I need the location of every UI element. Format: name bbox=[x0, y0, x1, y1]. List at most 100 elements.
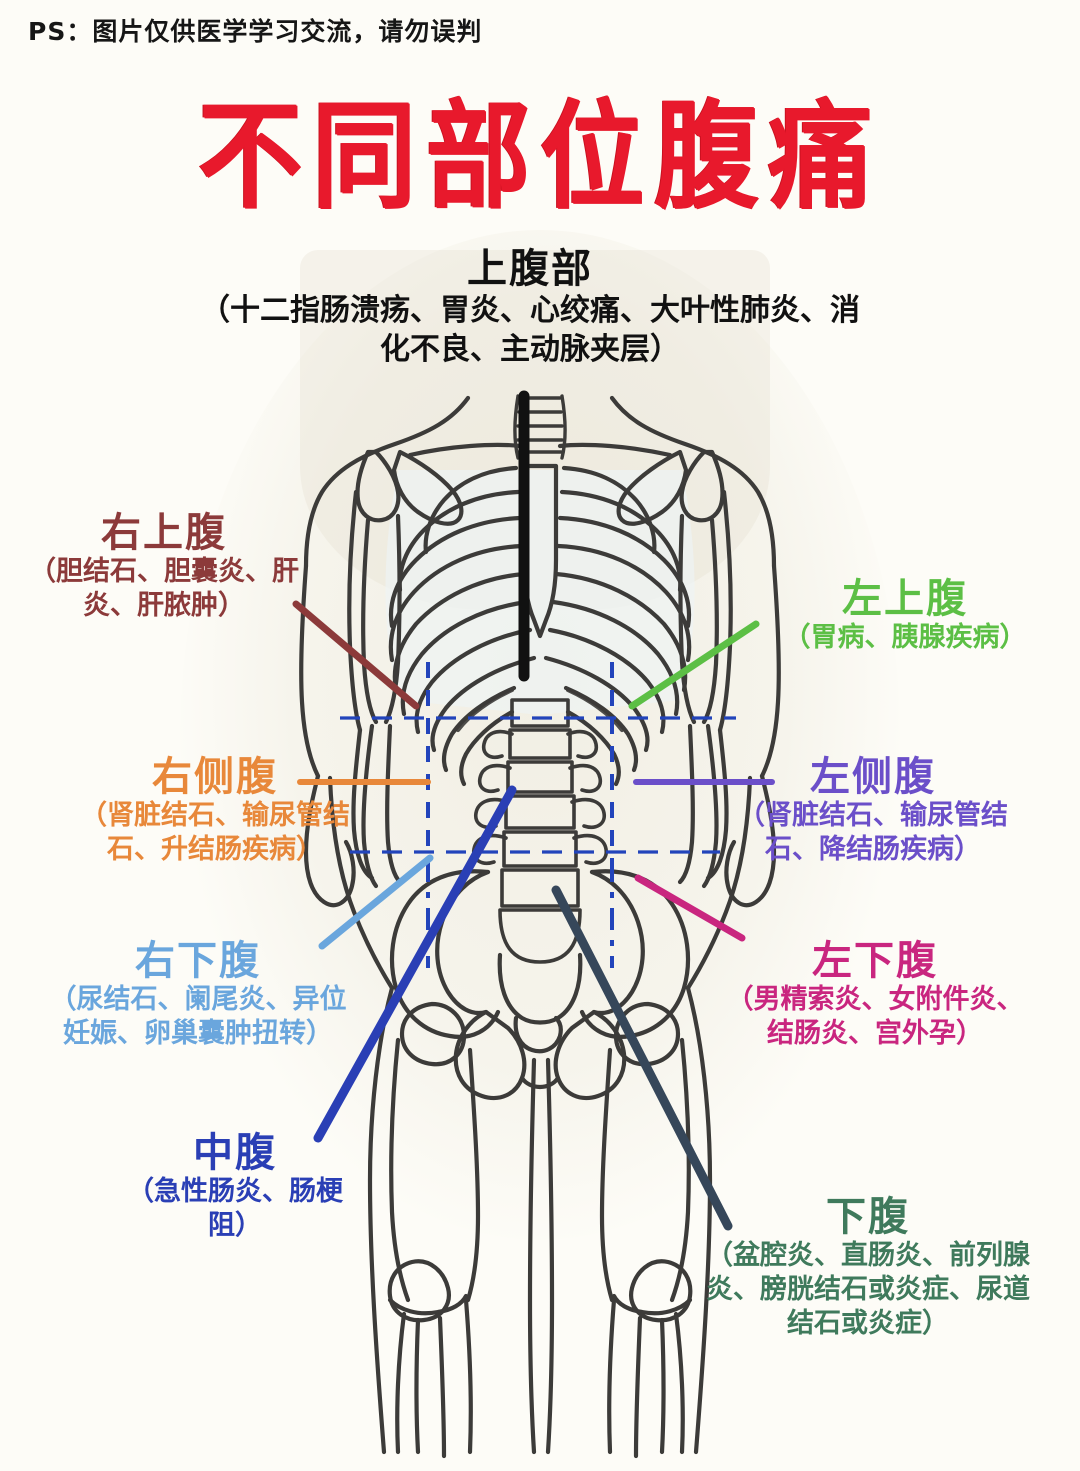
right-forearm-inner bbox=[351, 727, 375, 881]
rib-r2 bbox=[397, 489, 521, 593]
right-ulna bbox=[385, 723, 403, 885]
right-humerus-shaft-a bbox=[361, 517, 379, 725]
right-shoulder-contour bbox=[303, 395, 471, 569]
costal-margin-left bbox=[565, 687, 625, 733]
label-hypogastric-conditions: （盆腔炎、直肠炎、前列腺炎、膀胱结石或炎症、尿道结石或炎症） bbox=[706, 1240, 1030, 1340]
label-right-flank-conditions: （肾脏结石、输尿管结石、升结肠疾病） bbox=[80, 800, 350, 866]
cervical-right-edge bbox=[560, 394, 567, 460]
right-thigh-outer bbox=[389, 1037, 411, 1303]
left-obturator-foramen bbox=[553, 1009, 627, 1101]
torso-left-outline-upper bbox=[685, 775, 753, 991]
label-hypogastric: 下腹 （盆腔炎、直肠炎、前列腺炎、膀胱结石或炎症、尿道结石或炎症） bbox=[698, 1194, 1038, 1341]
pointer-hypogastric bbox=[551, 885, 733, 1231]
disclaimer-text: PS：图片仅供医学学习交流，请勿误判 bbox=[28, 17, 483, 46]
left-scapula bbox=[616, 449, 689, 526]
left-shoulder-contour bbox=[609, 395, 777, 569]
right-fibula bbox=[463, 1297, 473, 1455]
pointer-lines bbox=[292, 390, 775, 1231]
rib-l2 bbox=[559, 489, 683, 593]
rib-l1 bbox=[561, 465, 657, 555]
label-left-flank-title: 左侧腹 bbox=[810, 754, 936, 800]
vertebra-l3 bbox=[506, 760, 574, 794]
label-right-upper: 右上腹 （胆结石、胆囊炎、肝炎、肝脓肿） bbox=[14, 511, 314, 623]
label-left-upper-conditions: （胃病、胰腺疾病） bbox=[783, 622, 1027, 654]
label-right-flank: 右侧腹 （肾脏结石、输尿管结石、升结肠疾病） bbox=[60, 754, 370, 867]
rib-r7 bbox=[414, 627, 533, 735]
pointer-right-upper bbox=[292, 600, 420, 710]
left-hand-outer bbox=[724, 773, 777, 908]
label-hypogastric-title: 下腹 bbox=[826, 1194, 910, 1240]
pubic-symphysis bbox=[519, 1075, 561, 1090]
tp-left-2 bbox=[477, 763, 512, 794]
label-right-lower: 右下腹 （尿结石、阑尾炎、异位妊娠、卵巢囊肿扭转） bbox=[38, 938, 358, 1051]
label-epigastric-conditions: （十二指肠溃疡、胃炎、心绞痛、大叶性肺炎、消化不良、主动脉夹层） bbox=[200, 293, 860, 368]
left-clavicle bbox=[557, 442, 673, 458]
pointer-right-lower bbox=[318, 854, 434, 950]
tp-right-2 bbox=[568, 763, 603, 794]
left-tibia-outer bbox=[673, 1311, 685, 1455]
left-ilium-inner bbox=[589, 869, 645, 1016]
label-left-upper: 左上腹 （胃病、胰腺疾病） bbox=[740, 576, 1070, 655]
rib-r10 bbox=[459, 709, 515, 787]
left-humerus-shaft-b bbox=[678, 513, 697, 725]
right-femoral-head bbox=[399, 1001, 467, 1067]
right-leg-body-outline bbox=[367, 985, 395, 1455]
right-ilium-inner bbox=[435, 869, 491, 1016]
left-humerus-shaft-a bbox=[701, 517, 719, 725]
vertebra-l4 bbox=[504, 794, 576, 830]
cervical-vertebrae bbox=[516, 396, 564, 454]
label-right-flank-title: 右侧腹 bbox=[152, 754, 278, 800]
label-right-lower-title: 右下腹 bbox=[135, 938, 261, 984]
right-humerus-shaft-b bbox=[383, 513, 402, 725]
left-patella bbox=[629, 1259, 693, 1323]
rib-r4 bbox=[388, 543, 525, 663]
left-thigh-inner bbox=[599, 1047, 615, 1303]
label-epigastric-title: 上腹部 bbox=[467, 246, 593, 292]
left-forearm-inner bbox=[705, 727, 729, 881]
vertebra-l5 bbox=[502, 830, 578, 868]
left-ulna bbox=[677, 723, 695, 885]
abdominal-grid bbox=[340, 662, 736, 968]
page-title: 不同部位腹痛 bbox=[197, 86, 882, 225]
label-epigastric: 上腹部 （十二指肠溃疡、胃炎、心绞痛、大叶性肺炎、消化不良、主动脉夹层） bbox=[200, 246, 860, 369]
right-thigh-inner bbox=[465, 1047, 481, 1303]
label-central-conditions: （急性肠炎、肠梗阻） bbox=[127, 1176, 343, 1242]
tp-right-3 bbox=[570, 797, 607, 830]
label-central-title: 中腹 bbox=[193, 1130, 277, 1176]
right-tibia-inner bbox=[437, 1315, 447, 1459]
right-radius bbox=[361, 723, 379, 889]
left-knee-joint bbox=[611, 1293, 693, 1316]
label-left-lower-conditions: （男精索炎、女附件炎、结肠炎、宫外孕） bbox=[726, 984, 1024, 1050]
rib-l5 bbox=[553, 571, 688, 693]
label-left-lower: 左下腹 （男精索炎、女附件炎、结肠炎、宫外孕） bbox=[714, 939, 1036, 1051]
pointer-central bbox=[313, 785, 517, 1143]
vertebra-l2 bbox=[508, 728, 572, 760]
right-patella bbox=[387, 1259, 451, 1323]
tp-left-1 bbox=[481, 729, 514, 760]
label-left-upper-title: 左上腹 bbox=[842, 576, 968, 622]
left-lowerleg-mid bbox=[659, 1317, 666, 1455]
label-right-lower-conditions: （尿结石、阑尾炎、异位妊娠、卵巢囊肿扭转） bbox=[49, 984, 347, 1050]
left-radius bbox=[701, 723, 719, 889]
costal-margin-right bbox=[455, 687, 515, 733]
rib-l4 bbox=[555, 543, 692, 663]
torso-right-outline-upper bbox=[327, 775, 395, 991]
left-thigh-outer bbox=[669, 1037, 691, 1303]
vertebra-l6 bbox=[500, 868, 580, 908]
inner-thigh-gap-left bbox=[545, 1057, 555, 1455]
right-lowerleg-mid bbox=[414, 1317, 421, 1455]
pointer-left-lower bbox=[634, 874, 746, 942]
left-fibula bbox=[607, 1297, 617, 1455]
left-humerus-head bbox=[679, 449, 725, 523]
pointer-left-upper bbox=[628, 620, 760, 710]
right-hand-outer bbox=[303, 773, 356, 908]
left-arm-outer bbox=[759, 563, 781, 779]
right-humerus-head bbox=[355, 449, 401, 523]
label-right-upper-conditions: （胆结石、胆囊炎、肝炎、肝脓肿） bbox=[29, 556, 299, 622]
tp-right-1 bbox=[566, 729, 599, 760]
ribcage-fill bbox=[385, 470, 695, 715]
right-clavicle bbox=[407, 442, 523, 458]
label-central: 中腹 （急性肠炎、肠梗阻） bbox=[110, 1130, 360, 1243]
rib-l7 bbox=[547, 627, 666, 735]
